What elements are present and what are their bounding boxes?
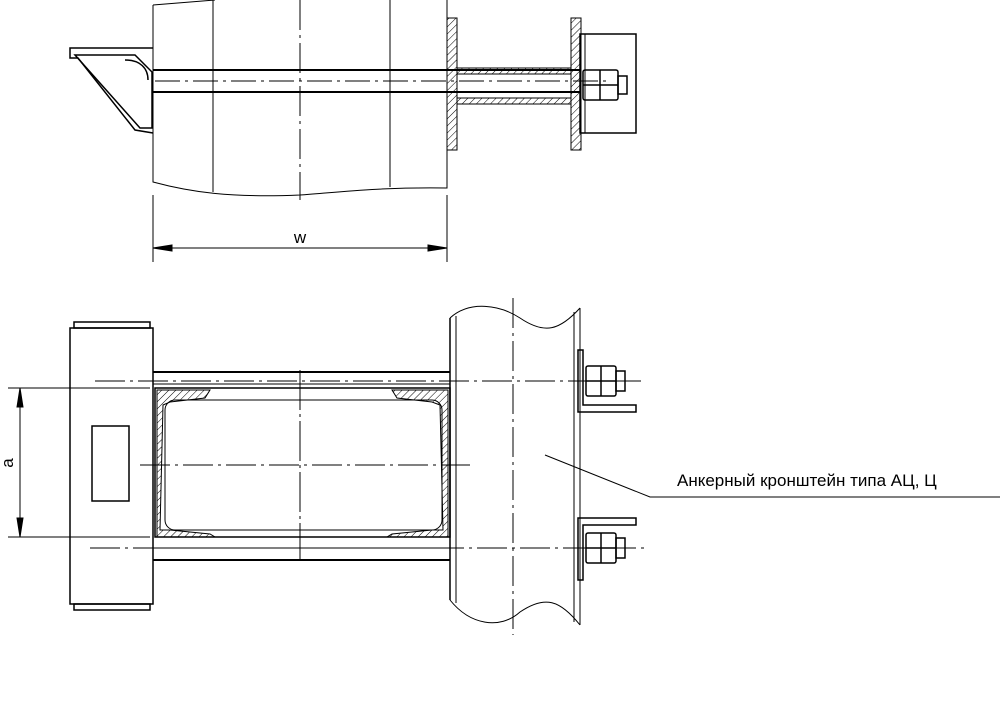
bottom-view-plate — [69, 321, 154, 611]
lower-angle-bracket — [577, 517, 637, 581]
callout-text: Анкерный кронштейн типа АЦ, Ц — [677, 471, 937, 490]
callout-leader — [544, 454, 1000, 498]
bottom-view-beam — [140, 370, 470, 561]
top-view-bracket — [69, 47, 154, 134]
spacing-label: a — [0, 458, 17, 468]
top-view-column — [152, 0, 448, 200]
top-view-washer-plate — [579, 33, 637, 134]
bottom-view-column — [449, 298, 581, 635]
top-view-i-beam — [446, 17, 582, 151]
upper-angle-bracket — [577, 349, 637, 413]
top-view-nuts — [582, 69, 628, 101]
centerlines — [90, 380, 645, 549]
width-label: w — [293, 228, 307, 247]
spacing-dimension — [8, 387, 150, 538]
width-dimension — [152, 195, 448, 262]
